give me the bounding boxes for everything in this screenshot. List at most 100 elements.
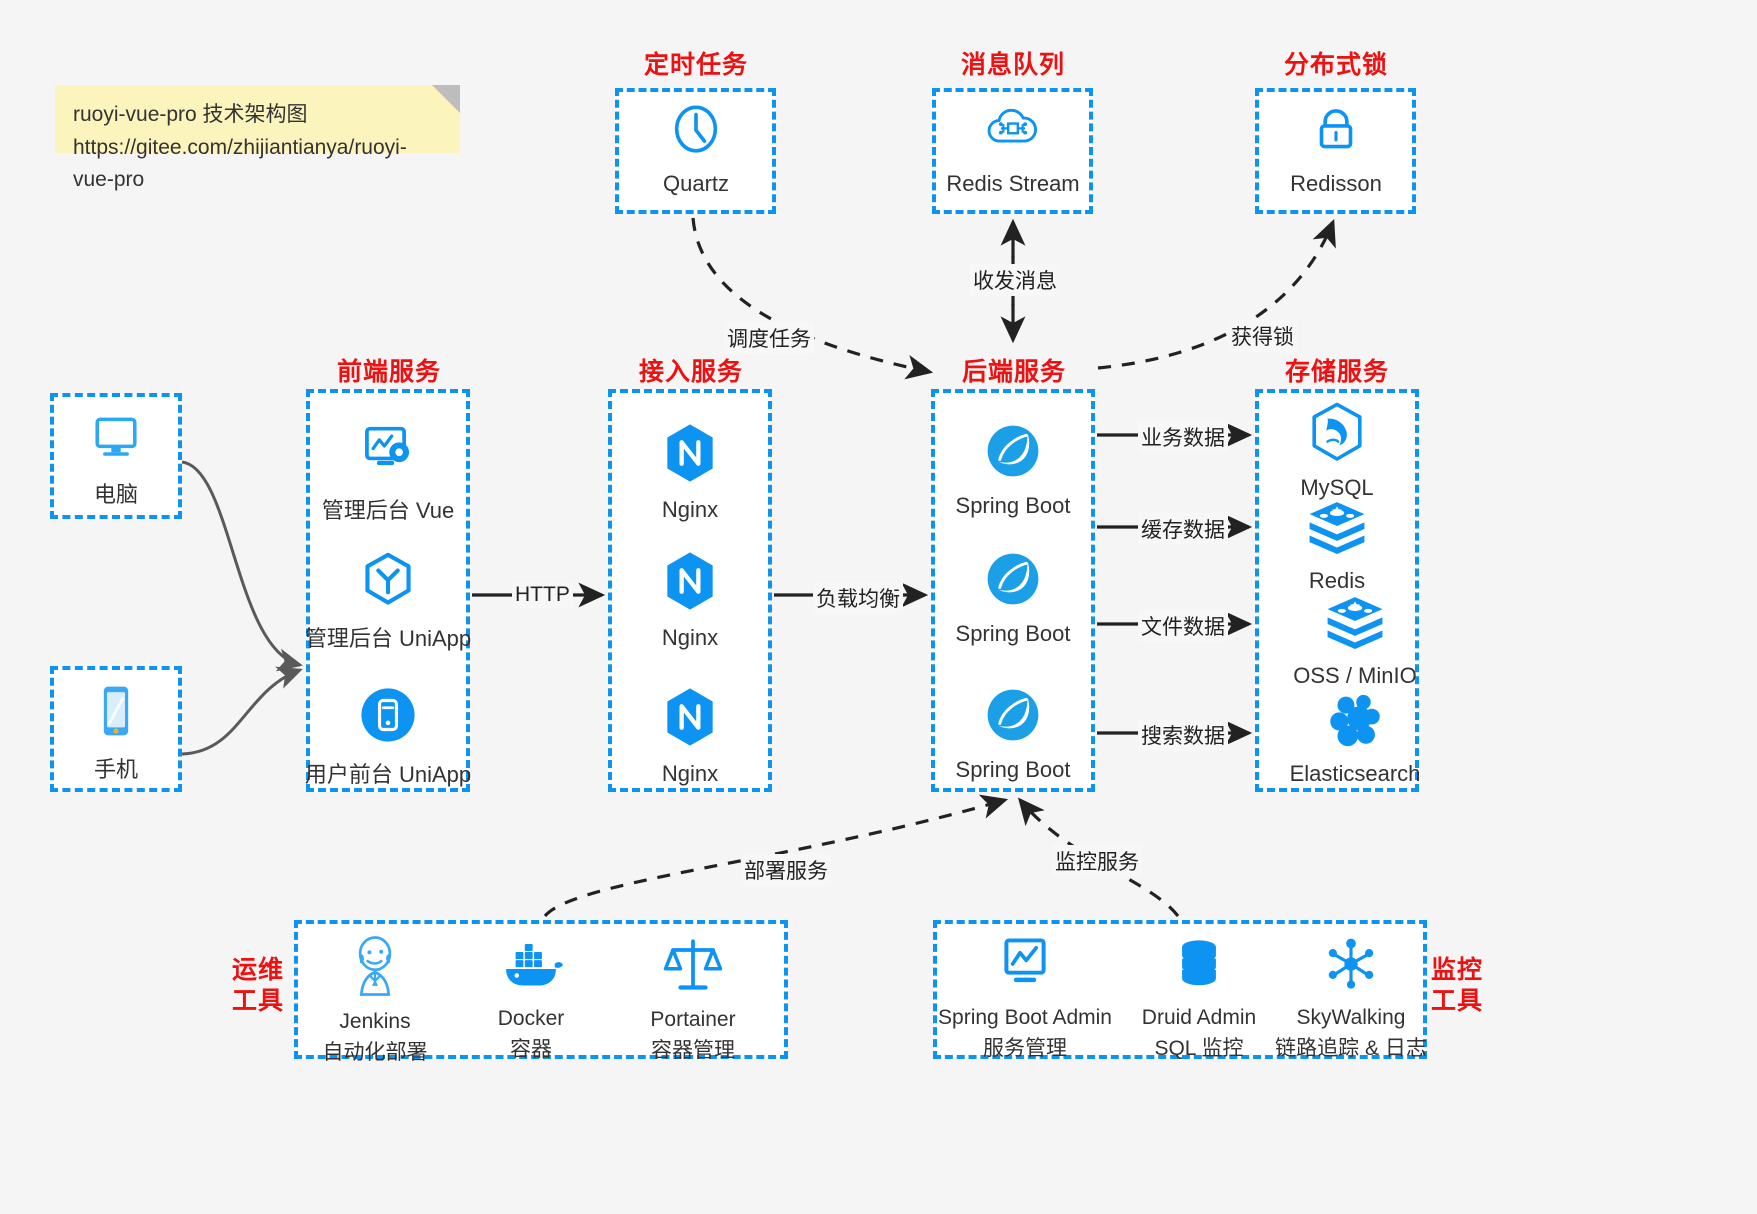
node-label: Spring Boot — [955, 493, 1071, 518]
node-redisson[interactable]: Redisson — [1276, 100, 1396, 197]
edge-label-search-data: 搜索数据 — [1138, 719, 1228, 751]
section-title-mq: 消息队列 — [960, 51, 1065, 79]
edge-label-file-data: 文件数据 — [1138, 610, 1228, 642]
section-title-scheduler: 定时任务 — [643, 51, 748, 79]
edge-label-load-balance: 负载均衡 — [813, 582, 903, 614]
elasticsearch-icon — [1326, 690, 1384, 753]
node-label: Portainer — [650, 1008, 736, 1031]
padlock-icon — [1307, 100, 1365, 163]
node-nginx-3[interactable]: Nginx — [630, 686, 750, 787]
edge-label-cache-data: 缓存数据 — [1138, 513, 1228, 545]
node-label: Spring Boot — [955, 757, 1071, 782]
node-quartz[interactable]: Quartz — [636, 100, 756, 197]
edge-label-send-receive-message: 收发消息 — [970, 264, 1060, 296]
node-client-mobile[interactable]: 手机 — [56, 683, 176, 784]
node-skywalking[interactable]: SkyWalking 链路追踪 & 日志 — [1272, 935, 1430, 1062]
section-title-devops: 运维 工具 — [228, 955, 288, 1016]
node-sublabel: 容器 — [510, 1038, 552, 1061]
node-label: Elasticsearch — [1289, 761, 1421, 786]
node-springboot-2[interactable]: Spring Boot — [953, 550, 1073, 647]
node-user-uniapp[interactable]: 用户前台 UniApp — [305, 686, 471, 789]
skywalking-node-icon — [1322, 935, 1380, 998]
mobile-phone-icon — [91, 683, 141, 744]
redis-stack-icon — [1306, 497, 1368, 560]
node-oss-minio[interactable]: OSS / MinIO — [1277, 592, 1433, 689]
node-label: Jenkins — [339, 1010, 411, 1033]
node-label: Docker — [497, 1007, 565, 1030]
nginx-icon — [660, 422, 720, 489]
node-client-pc[interactable]: 电脑 — [56, 410, 176, 509]
node-redis[interactable]: Redis — [1277, 497, 1397, 594]
node-sublabel: 容器管理 — [651, 1039, 735, 1062]
node-redis-stream[interactable]: Redis Stream — [946, 100, 1080, 197]
node-elasticsearch[interactable]: Elasticsearch — [1267, 690, 1443, 787]
node-label: Spring Boot Admin — [938, 1006, 1112, 1029]
spring-boot-icon — [984, 422, 1042, 485]
node-sublabel: 链路追踪 & 日志 — [1275, 1037, 1427, 1060]
edge-label-http: HTTP — [512, 582, 573, 608]
edge-label-schedule-task: 调度任务 — [724, 322, 814, 354]
node-druid-admin[interactable]: Druid Admin SQL 监控 — [1136, 935, 1262, 1062]
node-admin-vue[interactable]: 管理后台 Vue — [310, 422, 466, 525]
section-title-backend: 后端服务 — [961, 358, 1066, 386]
section-title-gateway: 接入服务 — [638, 358, 743, 386]
portainer-scales-icon — [663, 935, 723, 1000]
node-label: Spring Boot — [955, 621, 1071, 646]
object-storage-icon — [1324, 592, 1386, 655]
node-label: Redisson — [1290, 171, 1382, 196]
spring-boot-icon — [984, 550, 1042, 613]
node-nginx-2[interactable]: Nginx — [630, 550, 750, 651]
node-sublabel: 服务管理 — [983, 1037, 1067, 1060]
uniapp-hexagon-icon — [358, 550, 418, 613]
diagram-note: ruoyi-vue-pro 技术架构图 https://gitee.com/zh… — [55, 85, 460, 191]
section-title-devops-line2: 工具 — [231, 986, 284, 1015]
section-title-frontend: 前端服务 — [336, 358, 441, 386]
node-label: Nginx — [661, 761, 719, 786]
node-label: 用户前台 UniApp — [304, 762, 472, 787]
jenkins-butler-icon — [345, 935, 405, 1002]
nginx-icon — [660, 550, 720, 617]
clock-icon — [667, 100, 725, 163]
nginx-icon — [660, 686, 720, 753]
node-spring-boot-admin[interactable]: Spring Boot Admin 服务管理 — [938, 935, 1112, 1062]
node-portainer[interactable]: Portainer 容器管理 — [630, 935, 756, 1064]
node-label: MySQL — [1300, 475, 1374, 500]
node-springboot-1[interactable]: Spring Boot — [953, 422, 1073, 519]
node-docker[interactable]: Docker 容器 — [468, 938, 594, 1063]
edge-label-acquire-lock: 获得锁 — [1228, 320, 1297, 352]
note-title: ruoyi-vue-pro 技术架构图 — [73, 103, 308, 126]
note-fold-corner — [432, 85, 460, 113]
node-sublabel: 自动化部署 — [322, 1041, 428, 1064]
section-title-lock: 分布式锁 — [1283, 51, 1388, 79]
note-url: https://gitee.com/zhijiantianya/ruoyi-vu… — [73, 135, 407, 192]
section-title-storage: 存储服务 — [1284, 358, 1389, 386]
section-title-devops-line1: 运维 — [231, 956, 284, 984]
node-sublabel: SQL 监控 — [1154, 1037, 1244, 1060]
monitor-chart-icon — [994, 935, 1056, 998]
node-label: Nginx — [661, 625, 719, 650]
node-mysql[interactable]: MySQL — [1277, 402, 1397, 501]
node-label: Nginx — [661, 497, 719, 522]
node-label: Redis — [1308, 568, 1366, 593]
node-jenkins[interactable]: Jenkins 自动化部署 — [312, 935, 438, 1066]
group-box-lock — [1255, 88, 1416, 214]
group-box-client-pc — [50, 393, 182, 519]
node-label: Druid Admin — [1141, 1006, 1257, 1029]
node-label: OSS / MinIO — [1293, 663, 1417, 688]
node-springboot-3[interactable]: Spring Boot — [953, 686, 1073, 783]
spring-boot-icon — [984, 686, 1042, 749]
node-label: 手机 — [93, 757, 138, 782]
node-label: 管理后台 Vue — [321, 498, 455, 523]
mysql-dolphin-icon — [1308, 402, 1366, 467]
cloud-stream-icon — [984, 100, 1042, 163]
node-label: Redis Stream — [946, 171, 1080, 196]
node-admin-uniapp[interactable]: 管理后台 UniApp — [305, 550, 471, 653]
node-label: SkyWalking — [1296, 1006, 1406, 1029]
node-label: 电脑 — [93, 482, 138, 507]
section-title-monitor-line2: 工具 — [1430, 986, 1483, 1015]
node-nginx-1[interactable]: Nginx — [630, 422, 750, 523]
section-title-monitor: 监控 工具 — [1427, 955, 1487, 1016]
dashboard-gear-icon — [357, 422, 419, 485]
desktop-monitor-icon — [87, 410, 145, 469]
